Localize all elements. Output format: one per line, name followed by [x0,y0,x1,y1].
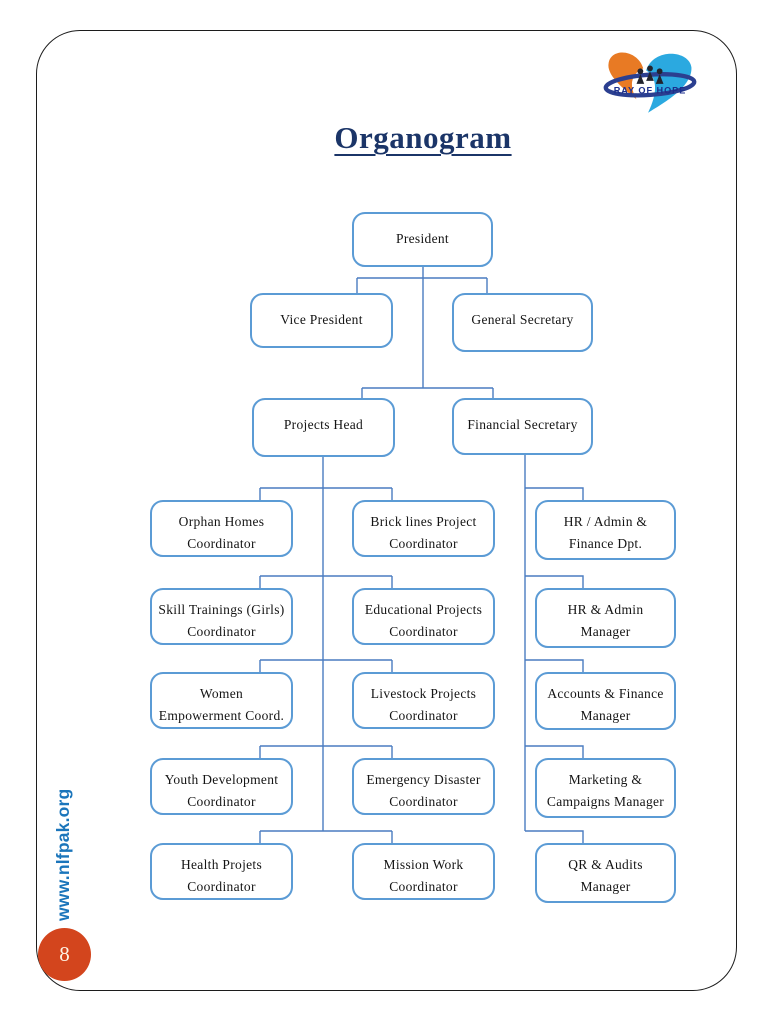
org-node-label: Projects Head [283,417,364,432]
org-node-women-empowerment-coordinator: Women Empowerment Coord. [150,672,293,729]
org-node-financial-secretary: Financial Secretary [452,398,593,455]
org-node-label: Vice President [280,312,363,327]
org-node-label: HR / Admin & [563,514,648,529]
org-node-label: QR & Audits [568,857,643,872]
org-node-educational-projects-coordinator: Educational Projects Coordinator [352,588,495,645]
org-node-marketing-campaigns-manager: Marketing & Campaigns Manager [535,758,676,818]
org-node-orphan-homes-coordinator: Orphan Homes Coordinator [150,500,293,557]
org-node-label: Accounts & Finance [547,686,664,701]
org-node-label: Coordinator [389,624,458,639]
org-node-label: Coordinator [187,879,256,894]
org-node-label: Campaigns Manager [546,794,665,809]
org-node-label: Mission Work [383,857,464,872]
logo-text: RAY OF HOPE [614,85,687,95]
org-node-label: Brick lines Project [370,514,477,529]
org-node-label: President [396,231,449,246]
org-node-emergency-disaster-coordinator: Emergency Disaster Coordinator [352,758,495,815]
org-node-label: Coordinator [389,879,458,894]
org-node-label: Coordinator [389,708,458,723]
org-node-label: Educational Projects [364,602,483,617]
org-node-label: Women [199,686,244,701]
org-node-brick-lines-project-coordinator: Brick lines Project Coordinator [352,500,495,557]
org-node-label: Youth Development [164,772,279,787]
org-node-president: President [352,212,493,267]
org-node-label: Finance Dpt. [568,536,643,551]
org-node-label: Financial Secretary [467,417,578,432]
org-node-projects-head: Projects Head [252,398,395,457]
org-node-label: Livestock Projects [370,686,477,701]
org-node-health-projects-coordinator: Health Projets Coordinator [150,843,293,900]
org-node-label: Manager [580,624,631,639]
org-node-label: Coordinator [389,536,458,551]
page-title: Organogram [334,120,512,155]
org-node-label: HR & Admin [567,602,644,617]
org-node-qr-audits-manager: QR & Audits Manager [535,843,676,903]
logo-heart-right [646,53,692,113]
page-number-badge: 8 [38,928,91,981]
org-node-label: Marketing & [568,772,643,787]
logo-people-icons [636,65,664,84]
org-node-label: Emergency Disaster [366,772,481,787]
org-node-vice-president: Vice President [250,293,393,348]
org-node-label: Manager [580,708,631,723]
ray-of-hope-logo: RAY OF HOPE [603,52,697,113]
org-node-skill-trainings-coordinator: Skill Trainings (Girls) Coordinator [150,588,293,645]
org-node-label: Skill Trainings (Girls) [158,602,285,617]
org-node-label: Health Projets [180,857,263,872]
org-node-accounts-finance-manager: Accounts & Finance Manager [535,672,676,730]
org-node-label: Coordinator [389,794,458,809]
org-node-label: Orphan Homes [178,514,265,529]
org-node-hr-admin-finance-dept: HR / Admin & Finance Dpt. [535,500,676,560]
org-node-general-secretary: General Secretary [452,293,593,352]
org-node-label: Coordinator [187,794,256,809]
org-node-label: Coordinator [187,624,256,639]
website-link[interactable]: www.nlfpak.org [53,788,73,921]
org-node-label: General Secretary [471,312,574,327]
org-node-label: Coordinator [187,536,256,551]
org-node-hr-admin-manager: HR & Admin Manager [535,588,676,648]
org-node-youth-development-coordinator: Youth Development Coordinator [150,758,293,815]
org-node-mission-work-coordinator: Mission Work Coordinator [352,843,495,900]
org-node-livestock-projects-coordinator: Livestock Projects Coordinator [352,672,495,729]
org-node-label: Manager [580,879,631,894]
org-node-label: Empowerment Coord. [158,708,285,723]
